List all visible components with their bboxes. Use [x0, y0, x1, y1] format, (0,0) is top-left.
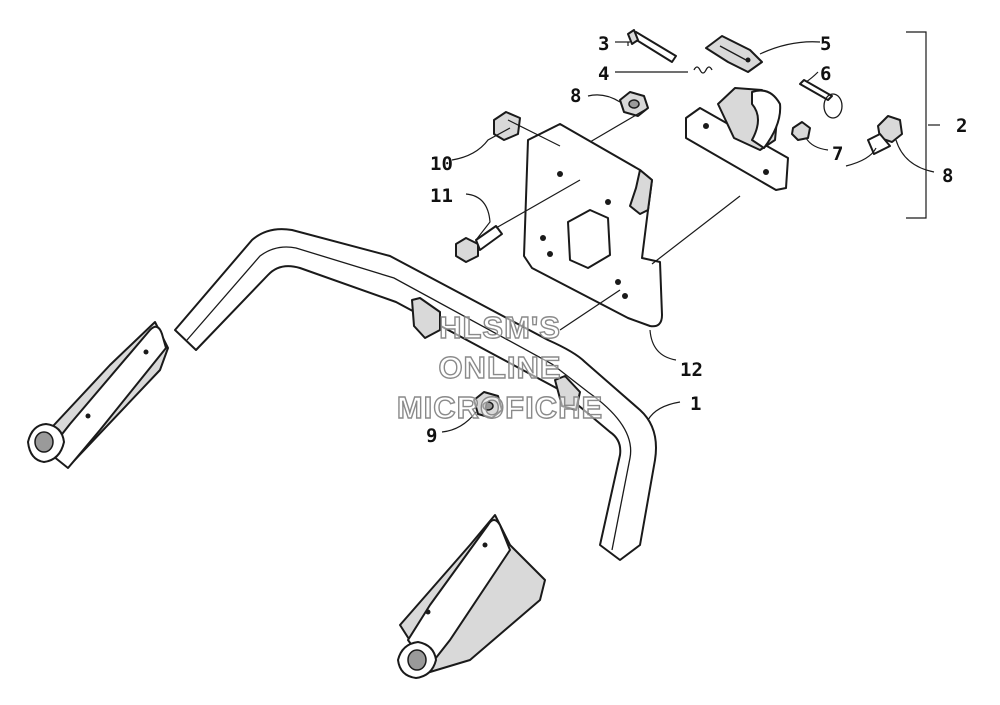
watermark-line-2: ONLINE: [438, 350, 561, 385]
callout-1: 1: [690, 393, 701, 415]
leader-lines: [441, 31, 940, 433]
callout-labels: 3 4 5 6 8 10 11 7 8 2 12 1 9: [426, 33, 967, 447]
watermark: HLSM'S ONLINE MICROFICHE: [396, 309, 603, 425]
spacer-part-10: [493, 111, 521, 141]
callout-3: 3: [598, 33, 609, 55]
mounting-bracket: [523, 123, 663, 328]
watermark-line-3: MICROFICHE: [397, 390, 603, 425]
spring-part-4: [693, 66, 713, 74]
callout-11: 11: [430, 185, 453, 207]
callout-4: 4: [598, 63, 609, 85]
bolt-part-8: [867, 115, 903, 155]
watermark-line-1: HLSM'S: [439, 310, 561, 345]
callout-5: 5: [820, 33, 831, 55]
callout-8: 8: [942, 165, 953, 187]
callout-2: 2: [956, 115, 967, 137]
callout-12: 12: [680, 359, 703, 381]
callout-9-lower: 9: [426, 425, 437, 447]
bolt-part-11: [455, 225, 503, 263]
nut-part-9-lower: [473, 391, 503, 419]
bolt-part-3: [627, 29, 677, 63]
callout-9-upper: 8: [570, 85, 581, 107]
callout-6: 6: [820, 63, 831, 85]
grab-bar-tube: [27, 228, 657, 679]
callout-10: 10: [430, 153, 453, 175]
nut-part-9-upper: [619, 91, 649, 117]
callout-7: 7: [832, 143, 843, 165]
latch-assembly: [685, 35, 843, 191]
